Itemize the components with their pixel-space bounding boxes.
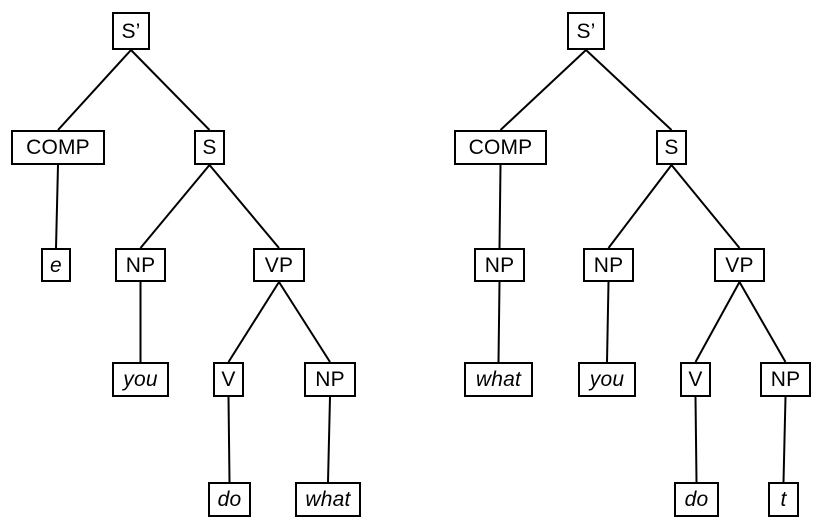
tree-node-l-vp: VP (253, 248, 305, 282)
tree-edge-L-Sbar-to-L-COMP (57, 49, 132, 131)
tree-node-r-sbar: S’ (567, 12, 605, 50)
tree-node-r-do: do (674, 482, 719, 517)
tree-node-r-what: what (464, 362, 533, 397)
tree-node-r-you: you (578, 362, 636, 397)
tree-edge-R-VP-to-R-V (694, 281, 741, 363)
tree-edge-L-S-to-L-NP1 (139, 164, 211, 249)
tree-edge-R-NP2-to-R-t (782, 396, 787, 483)
tree-node-r-t: t (768, 482, 799, 517)
tree-edge-R-COMP-to-R-NP0 (498, 164, 502, 249)
tree-node-l-sbar: S’ (112, 12, 150, 50)
tree-edge-R-VP-to-R-NP2 (738, 281, 787, 363)
tree-node-l-v: V (213, 362, 244, 397)
tree-node-l-np2: NP (304, 362, 356, 397)
tree-node-l-comp: COMP (11, 130, 105, 165)
tree-edge-L-VP-to-L-NP2 (278, 281, 331, 363)
tree-edge-L-COMP-to-L-e (55, 164, 59, 249)
tree-edge-R-S-to-R-VP (670, 164, 741, 249)
tree-node-l-you: you (112, 362, 169, 397)
tree-node-l-e: e (41, 248, 71, 282)
tree-edge-R-NP0-to-R-what (497, 281, 501, 363)
tree-edge-L-S-to-L-VP (208, 164, 280, 249)
tree-node-r-np2: NP (760, 362, 811, 397)
tree-edge-R-Sbar-to-R-COMP (499, 49, 587, 131)
tree-node-r-np0: NP (474, 248, 525, 282)
tree-edge-R-S-to-R-NP1 (607, 164, 673, 249)
tree-node-l-np1: NP (115, 248, 166, 282)
tree-node-l-do: do (208, 482, 251, 517)
tree-node-l-s: S (194, 130, 225, 165)
tree-node-l-what: what (295, 482, 361, 517)
tree-edge-L-V-to-L-do (227, 396, 231, 483)
tree-edge-R-NP1-to-R-you (606, 281, 610, 363)
tree-node-r-comp: COMP (454, 130, 547, 165)
tree-node-r-v: V (680, 362, 711, 397)
tree-edge-R-V-to-R-do (694, 396, 698, 483)
tree-edge-L-VP-to-L-V (227, 281, 280, 363)
tree-node-r-vp: VP (714, 248, 765, 282)
tree-edge-R-Sbar-to-R-S (585, 49, 673, 131)
tree-edge-L-Sbar-to-L-S (130, 49, 211, 131)
tree-node-r-s: S (656, 130, 687, 165)
tree-edge-L-NP2-to-L-what (327, 396, 331, 483)
tree-node-r-np1: NP (583, 248, 634, 282)
